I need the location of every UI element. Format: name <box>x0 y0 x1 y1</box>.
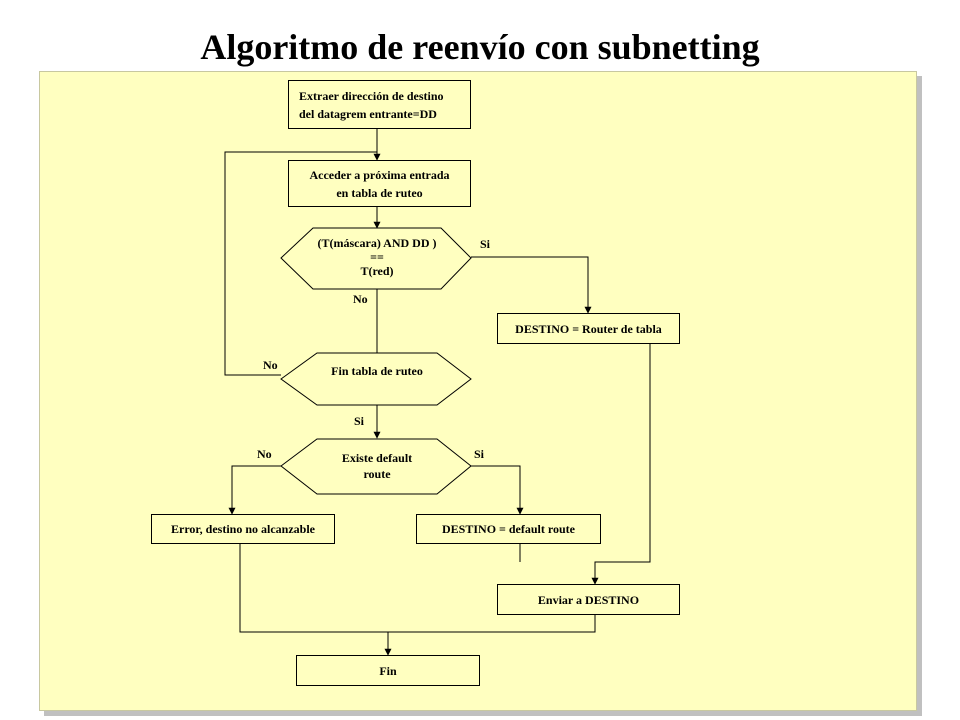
node-dest-default: DESTINO = default route <box>416 514 601 544</box>
edge-default-yes <box>471 465 524 515</box>
node-end-table-text: Fin tabla de ruteo <box>331 364 423 378</box>
node-compare-line3: T(red) <box>360 264 394 278</box>
node-default-text: Existe default route <box>300 450 454 482</box>
edge-error-end <box>239 544 392 656</box>
edge-send-end <box>388 615 596 633</box>
label-end-table-no: No <box>263 358 278 372</box>
edge-loop-back <box>224 151 377 376</box>
node-default-line1: Existe default <box>341 451 413 465</box>
decision-end-table-shape <box>280 352 472 406</box>
decision-default-shape <box>280 438 472 495</box>
diagram-panel <box>39 71 917 711</box>
node-compare-line1: (T(máscara) AND DD ) <box>317 236 437 250</box>
label-compare-yes: Si <box>480 237 491 251</box>
node-extract-line2: del datagrem entrante=DD <box>299 106 437 121</box>
node-dest-router: DESTINO = Router de tabla <box>497 313 680 344</box>
node-compare-text: (T(máscara) AND DD ) == T(red) <box>300 235 454 279</box>
decision-compare-shape <box>280 227 472 290</box>
node-default-line2: route <box>363 467 391 481</box>
label-default-no: No <box>257 447 272 461</box>
node-end: Fin <box>296 655 480 686</box>
node-access-line2: en tabla de ruteo <box>336 185 423 200</box>
edge-router-send <box>591 344 651 585</box>
node-error: Error, destino no alcanzable <box>151 514 335 544</box>
node-extract: Extraer dirección de destino del datagre… <box>288 80 471 129</box>
label-default-yes: Si <box>474 447 485 461</box>
node-send: Enviar a DESTINO <box>497 584 680 615</box>
label-compare-no: No <box>353 292 368 306</box>
node-compare-line2: == <box>370 250 384 264</box>
node-access: Acceder a próxima entrada en tabla de ru… <box>288 160 471 207</box>
edge-default-no <box>228 465 281 515</box>
label-end-table-yes: Si <box>354 414 365 428</box>
page-title: Algoritmo de reenvío con subnetting <box>200 27 760 67</box>
edge-compare-yes <box>471 256 592 314</box>
node-extract-line1: Extraer dirección de destino <box>299 88 444 103</box>
node-access-line1: Acceder a próxima entrada <box>309 167 450 182</box>
